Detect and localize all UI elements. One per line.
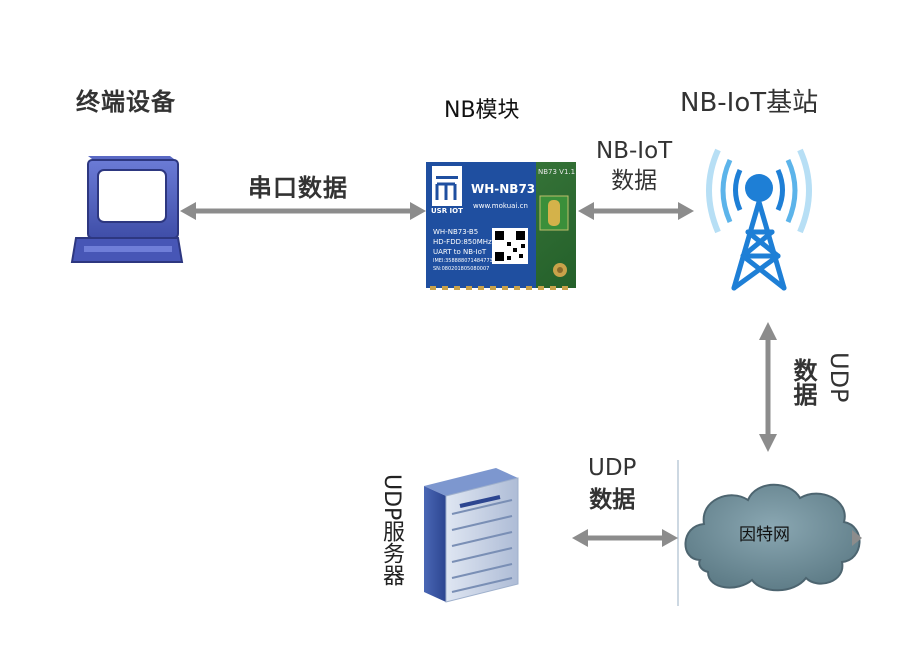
computer-icon (70, 156, 184, 263)
module-line1: WH-NB73-B5 (433, 228, 479, 236)
module-brand: USR IOT (431, 207, 463, 215)
internet-label: 因特网 (739, 525, 790, 545)
serial-arrow (180, 202, 426, 220)
udp-server-label: UDP服务器 (379, 474, 404, 587)
cloud-tail-arrow (852, 530, 862, 546)
server-icon (424, 468, 519, 603)
udp-vertical-udp: UDP (825, 352, 853, 403)
nb-module (426, 162, 576, 290)
module-pcb-label: NB73 V1.1 (538, 168, 576, 176)
nbiot-arrow (578, 202, 694, 220)
udp-vertical-data: 数据 (789, 358, 817, 406)
nbiot-data-line1: NB-IoT (596, 138, 673, 164)
terminal-device-label: 终端设备 (76, 88, 176, 116)
module-line2: HD-FDD:850MHz (433, 238, 492, 246)
udp-vertical-arrow (759, 322, 777, 452)
module-sn: SN:080201805080007 (433, 266, 490, 272)
udp-mid-line1: UDP (588, 455, 637, 481)
module-imei: IMEI:358888071484773 (433, 258, 493, 264)
serial-data-label: 串口数据 (248, 174, 348, 202)
base-station-icon (706, 148, 812, 291)
udp-horizontal-arrow (572, 529, 678, 547)
udp-mid-line2: 数据 (589, 487, 636, 513)
module-website: www.mokuai.cn (473, 202, 528, 210)
nbiot-data-label: NB-IoT 数据 (596, 136, 672, 196)
nb-module-label: NB模块 (444, 98, 520, 123)
nbiot-data-line2: 数据 (611, 168, 658, 194)
module-model: WH-NB73 (471, 182, 536, 196)
module-line3: UART to NB-IoT (433, 248, 487, 256)
udp-mid-label: UDP 数据 (588, 452, 636, 516)
base-station-label: NB-IoT基站 (680, 88, 819, 118)
